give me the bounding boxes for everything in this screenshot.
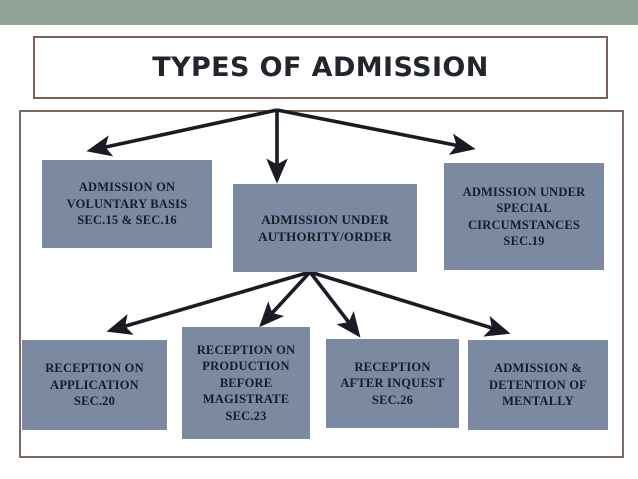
node-admission-detention-mentally[interactable]: ADMISSION & DETENTION OF MENTALLY: [468, 340, 608, 430]
node-line: RECEPTION ON: [196, 342, 296, 357]
node-line: RECEPTION ON: [45, 361, 144, 376]
node-line: APPLICATION: [50, 377, 139, 392]
node-line: RECEPTION: [354, 359, 431, 374]
node-line: SEC.15 & SEC.16: [77, 213, 177, 228]
node-admission-authority[interactable]: ADMISSION UNDER AUTHORITY/ORDER: [233, 184, 417, 272]
node-line: SEC.19: [503, 234, 545, 248]
node-admission-special-circumstances[interactable]: ADMISSION UNDER SPECIAL CIRCUMSTANCES SE…: [444, 163, 604, 270]
node-line: SEC.23: [225, 408, 267, 423]
node-line: DETENTION OF: [489, 377, 587, 392]
node-line: SEC.26: [371, 392, 414, 407]
node-line: PRODUCTION: [202, 359, 290, 374]
node-line: MENTALLY: [502, 394, 574, 409]
node-line: ADMISSION ON: [78, 180, 176, 195]
node-reception-on-application[interactable]: RECEPTION ON APPLICATION SEC.20: [22, 340, 167, 430]
node-line: VOLUNTARY BASIS: [66, 196, 188, 211]
node-reception-on-production[interactable]: RECEPTION ON PRODUCTION BEFORE MAGISTRAT…: [182, 327, 310, 439]
node-admission-voluntary[interactable]: ADMISSION ON VOLUNTARY BASIS SEC.15 & SE…: [42, 160, 212, 248]
slide-title-box: TYPES OF ADMISSION: [33, 36, 608, 99]
node-line: BEFORE: [219, 375, 273, 390]
node-reception-after-inquest[interactable]: RECEPTION AFTER INQUEST SEC.26: [326, 339, 459, 428]
node-line: MAGISTRATE: [202, 392, 290, 407]
page-title: TYPES OF ADMISSION: [152, 52, 489, 83]
node-line: AUTHORITY/ORDER: [258, 229, 392, 244]
node-line: ADMISSION UNDER: [261, 211, 389, 227]
header-band: [0, 0, 638, 25]
node-line: ADMISSION UNDER: [462, 184, 586, 199]
node-line: SEC.20: [73, 394, 116, 409]
node-line: AFTER INQUEST: [340, 376, 445, 391]
node-line: SPECIAL: [496, 201, 552, 215]
node-line: ADMISSION &: [494, 361, 582, 376]
node-line: CIRCUMSTANCES: [467, 217, 581, 232]
